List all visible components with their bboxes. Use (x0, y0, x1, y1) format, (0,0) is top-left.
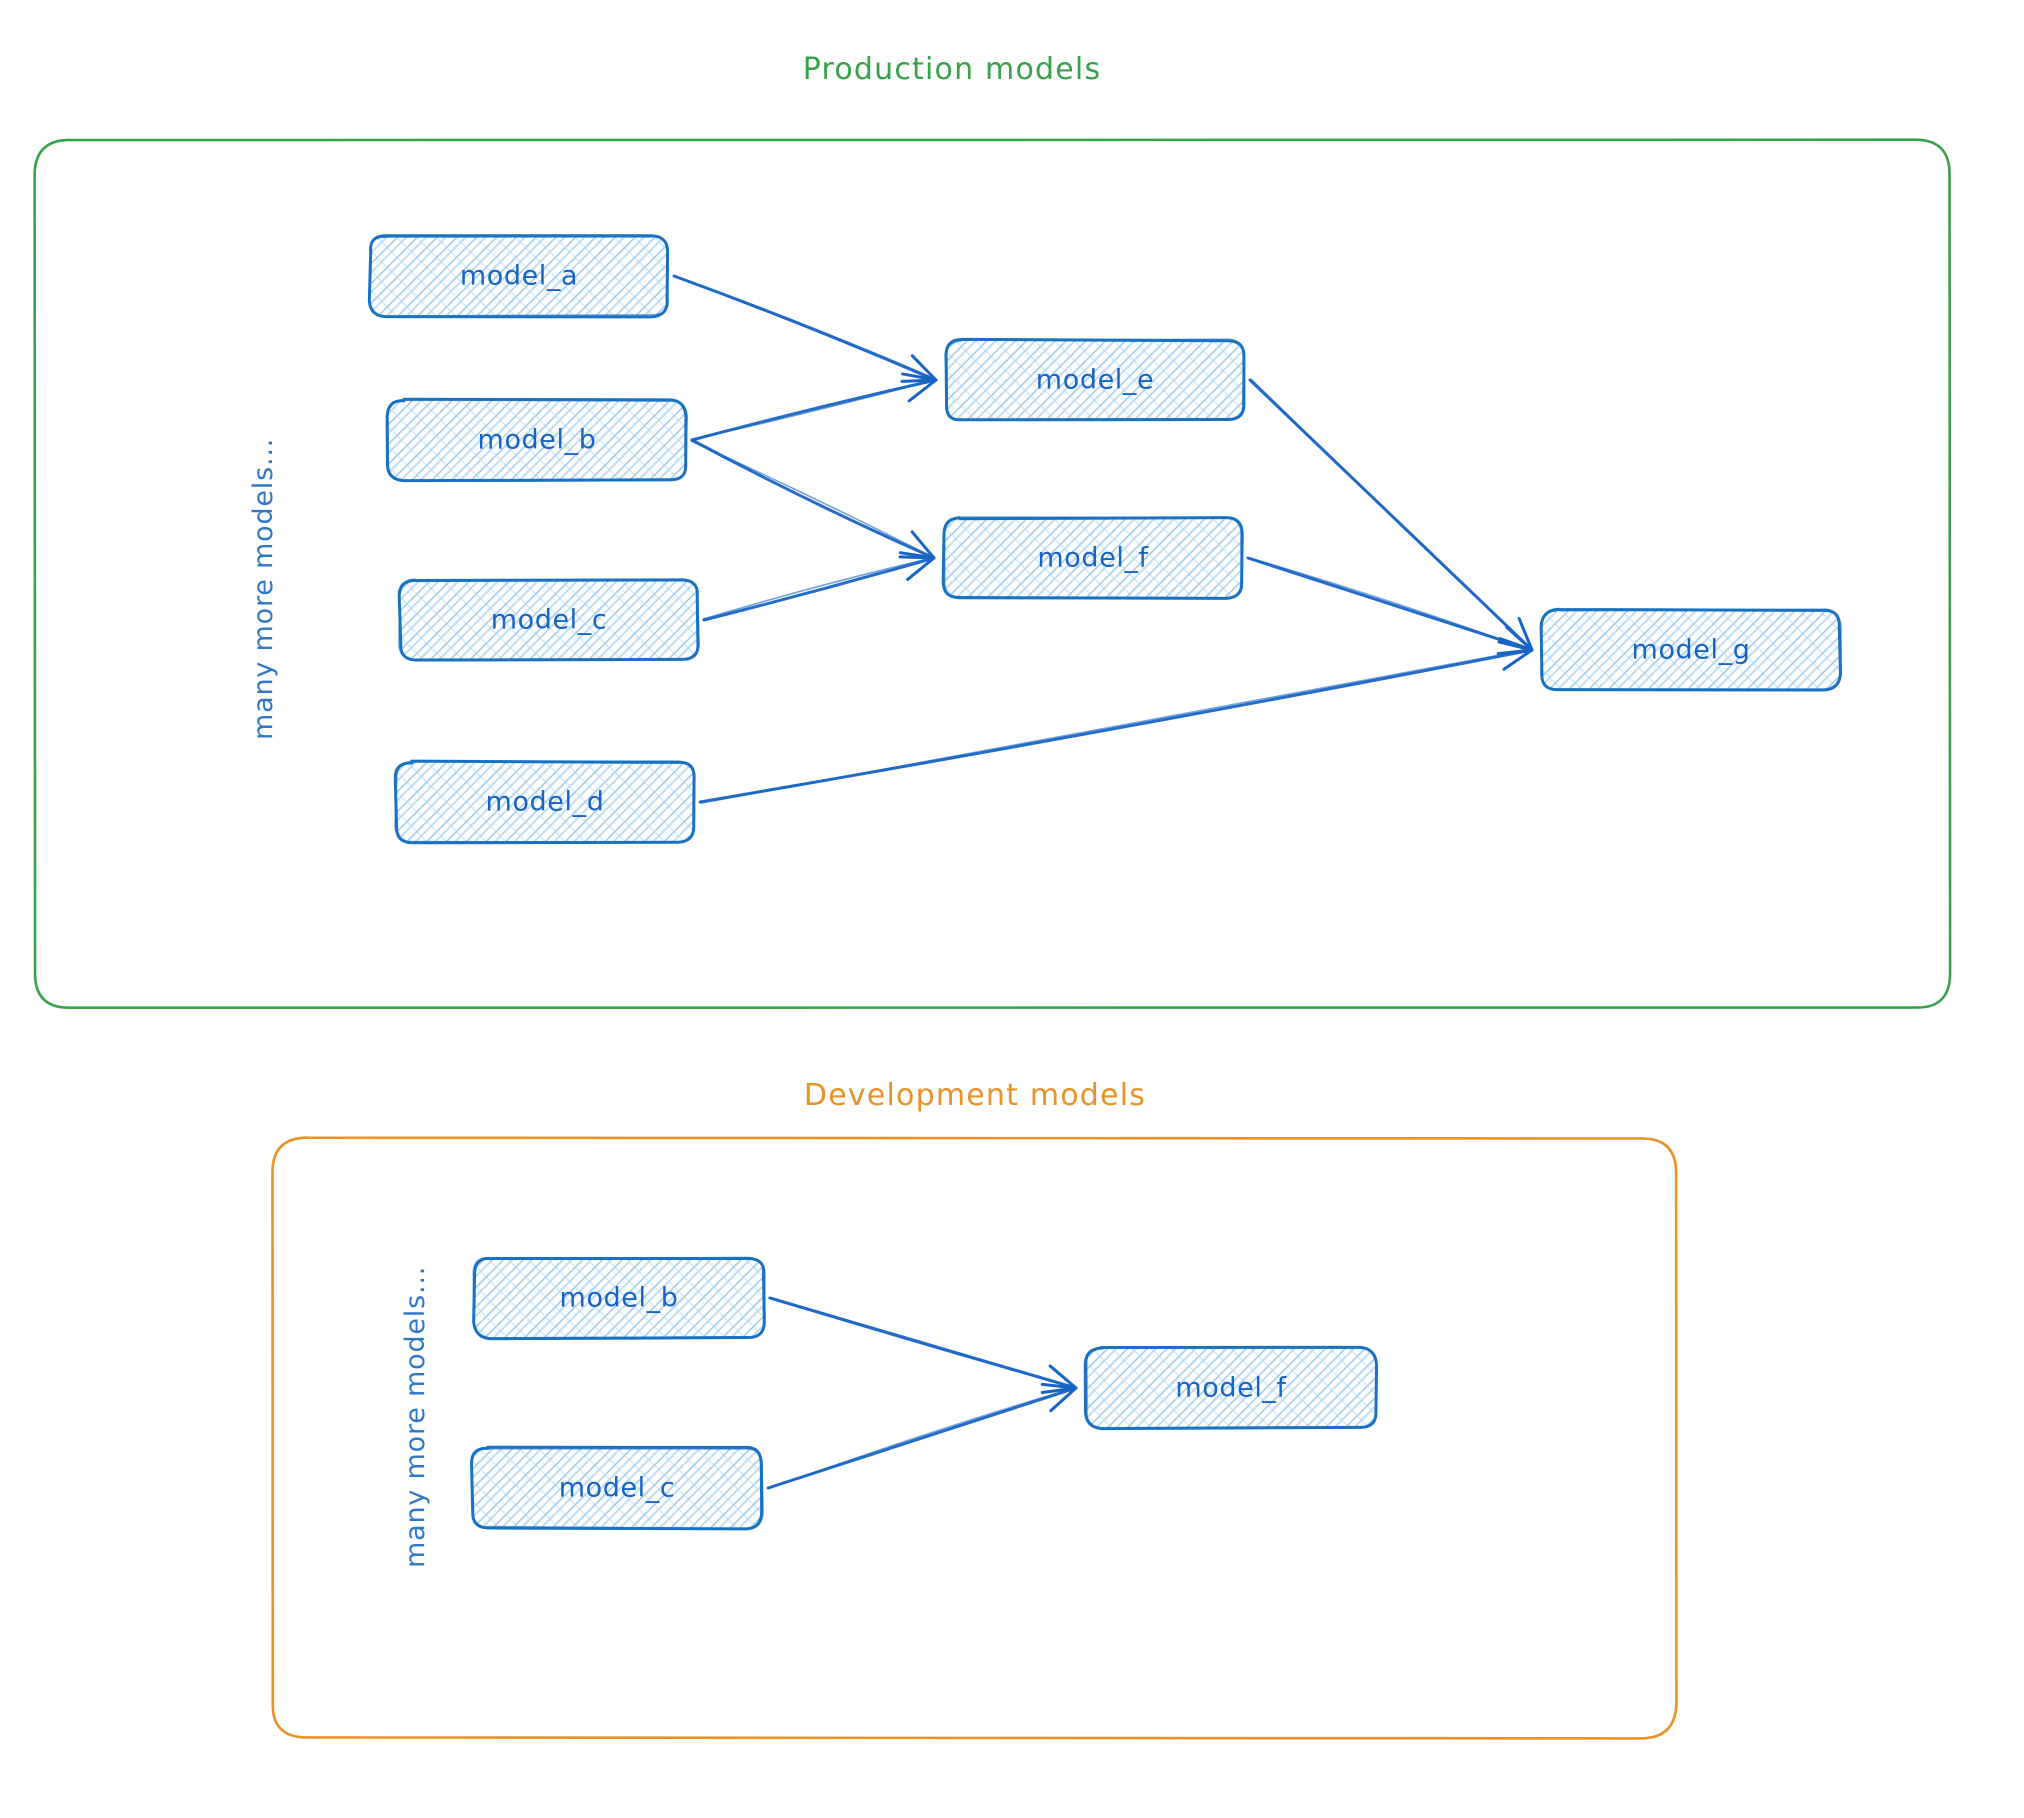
side-label-production: many more models... (248, 437, 279, 740)
node-hit-dev_model_b[interactable] (474, 1258, 764, 1338)
side-label-development: many more models... (400, 1265, 431, 1568)
edge-model_e-to-model_g (1248, 378, 1534, 652)
edge-layer-production (672, 274, 1534, 804)
node-model_a[interactable] (367, 234, 670, 319)
node-dev_model_b[interactable] (472, 1256, 766, 1341)
group-frame-development (271, 1136, 1678, 1740)
edge-layer-development (766, 1296, 1078, 1490)
node-dev_model_c[interactable] (470, 1445, 764, 1531)
edge-model_b-to-model_f (690, 438, 936, 560)
node-model_d[interactable] (393, 759, 696, 845)
edge-dev_model_b-to-dev_model_f (767, 1296, 1078, 1395)
edge-model_b-to-model_e (690, 372, 938, 442)
edge-model_f-to-model_g (1246, 556, 1534, 656)
edge-model_d-to-model_g (698, 640, 1534, 804)
group-title-development: Development models (803, 1078, 1147, 1113)
node-model_e[interactable] (944, 337, 1246, 422)
node-hit-model_a[interactable] (370, 236, 668, 316)
group-frame-production (33, 138, 1952, 1010)
node-hit-model_c[interactable] (400, 580, 698, 660)
node-model_f[interactable] (941, 516, 1244, 600)
node-model_c[interactable] (397, 578, 700, 662)
node-dev_model_f[interactable] (1083, 1345, 1379, 1431)
node-hit-model_d[interactable] (396, 762, 694, 842)
group-title-production: Production models (802, 52, 1102, 87)
edge-dev_model_c-to-dev_model_f (766, 1382, 1078, 1490)
node-model_b[interactable] (385, 397, 688, 483)
node-hit-model_g[interactable] (1542, 610, 1840, 690)
node-hit-dev_model_f[interactable] (1086, 1348, 1376, 1428)
group-development (271, 1136, 1678, 1740)
node-hit-dev_model_c[interactable] (472, 1448, 762, 1528)
node-model_g[interactable] (1539, 607, 1842, 692)
group-production (33, 138, 1952, 1010)
edge-model_a-to-model_e (672, 274, 938, 383)
node-hit-model_f[interactable] (944, 518, 1242, 598)
node-hit-model_b[interactable] (388, 400, 686, 480)
edge-model_c-to-model_f (702, 551, 936, 622)
node-hit-model_e[interactable] (946, 340, 1244, 420)
